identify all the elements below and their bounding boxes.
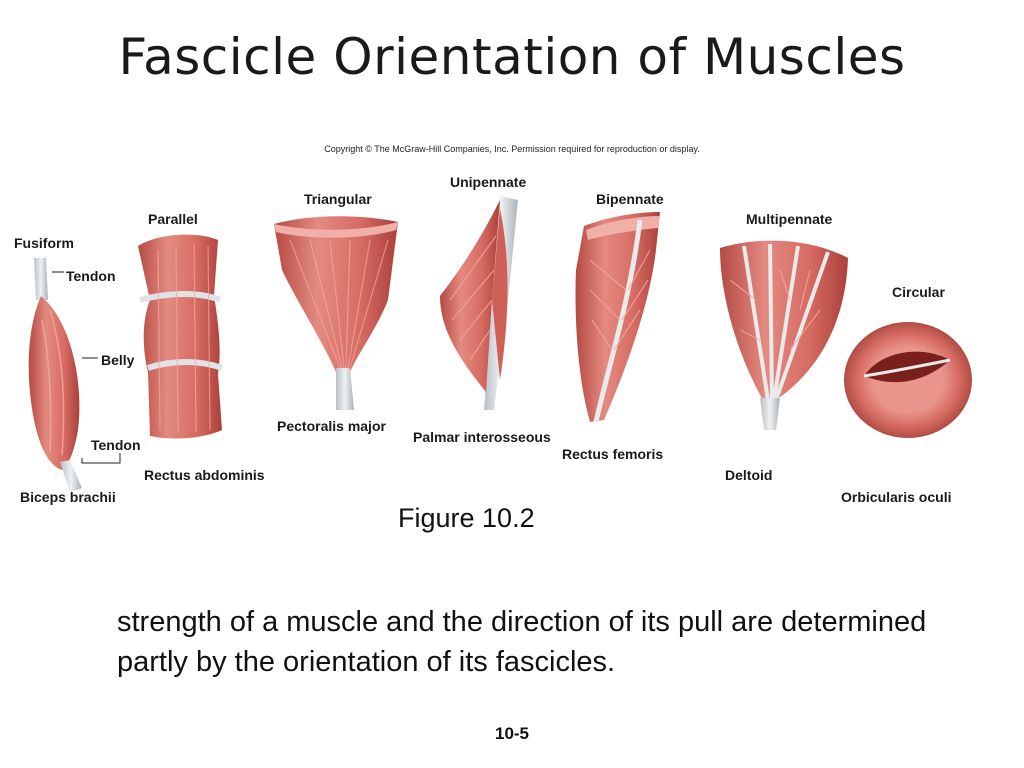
example-biceps-brachii: Biceps brachii bbox=[20, 489, 116, 505]
body-text: strength of a muscle and the direction o… bbox=[117, 606, 927, 678]
example-orbicularis-oculi: Orbicularis oculi bbox=[841, 489, 952, 505]
example-palmar-interosseous: Palmar interosseous bbox=[413, 429, 551, 445]
multipennate-muscle-illustration bbox=[720, 240, 848, 430]
unipennate-muscle-illustration bbox=[440, 196, 518, 410]
label-tendon-top: Tendon bbox=[66, 268, 116, 284]
label-bipennate: Bipennate bbox=[596, 191, 664, 207]
parallel-muscle-illustration bbox=[138, 234, 224, 439]
slide-number: 10-5 bbox=[494, 724, 530, 743]
triangular-muscle-illustration bbox=[274, 216, 398, 410]
example-pectoralis-major: Pectoralis major bbox=[277, 418, 386, 434]
circular-muscle-illustration bbox=[844, 322, 972, 438]
label-parallel: Parallel bbox=[148, 211, 198, 227]
figure-caption: Figure 10.2 bbox=[398, 503, 535, 533]
label-multipennate: Multipennate bbox=[746, 211, 833, 227]
label-unipennate: Unipennate bbox=[450, 174, 527, 190]
bipennate-muscle-illustration bbox=[575, 212, 660, 423]
label-tendon-bottom: Tendon bbox=[91, 437, 141, 453]
example-deltoid: Deltoid bbox=[725, 467, 773, 483]
fusiform-muscle-illustration bbox=[28, 258, 121, 492]
label-circular: Circular bbox=[892, 284, 945, 300]
example-rectus-femoris: Rectus femoris bbox=[562, 446, 664, 462]
slide-title: Fascicle Orientation of Muscles bbox=[118, 28, 906, 86]
label-triangular: Triangular bbox=[304, 191, 372, 207]
label-belly: Belly bbox=[101, 352, 135, 368]
label-fusiform: Fusiform bbox=[14, 235, 74, 251]
copyright-notice: Copyright © The McGraw-Hill Companies, I… bbox=[324, 144, 700, 154]
example-rectus-abdominis: Rectus abdominis bbox=[144, 467, 265, 483]
